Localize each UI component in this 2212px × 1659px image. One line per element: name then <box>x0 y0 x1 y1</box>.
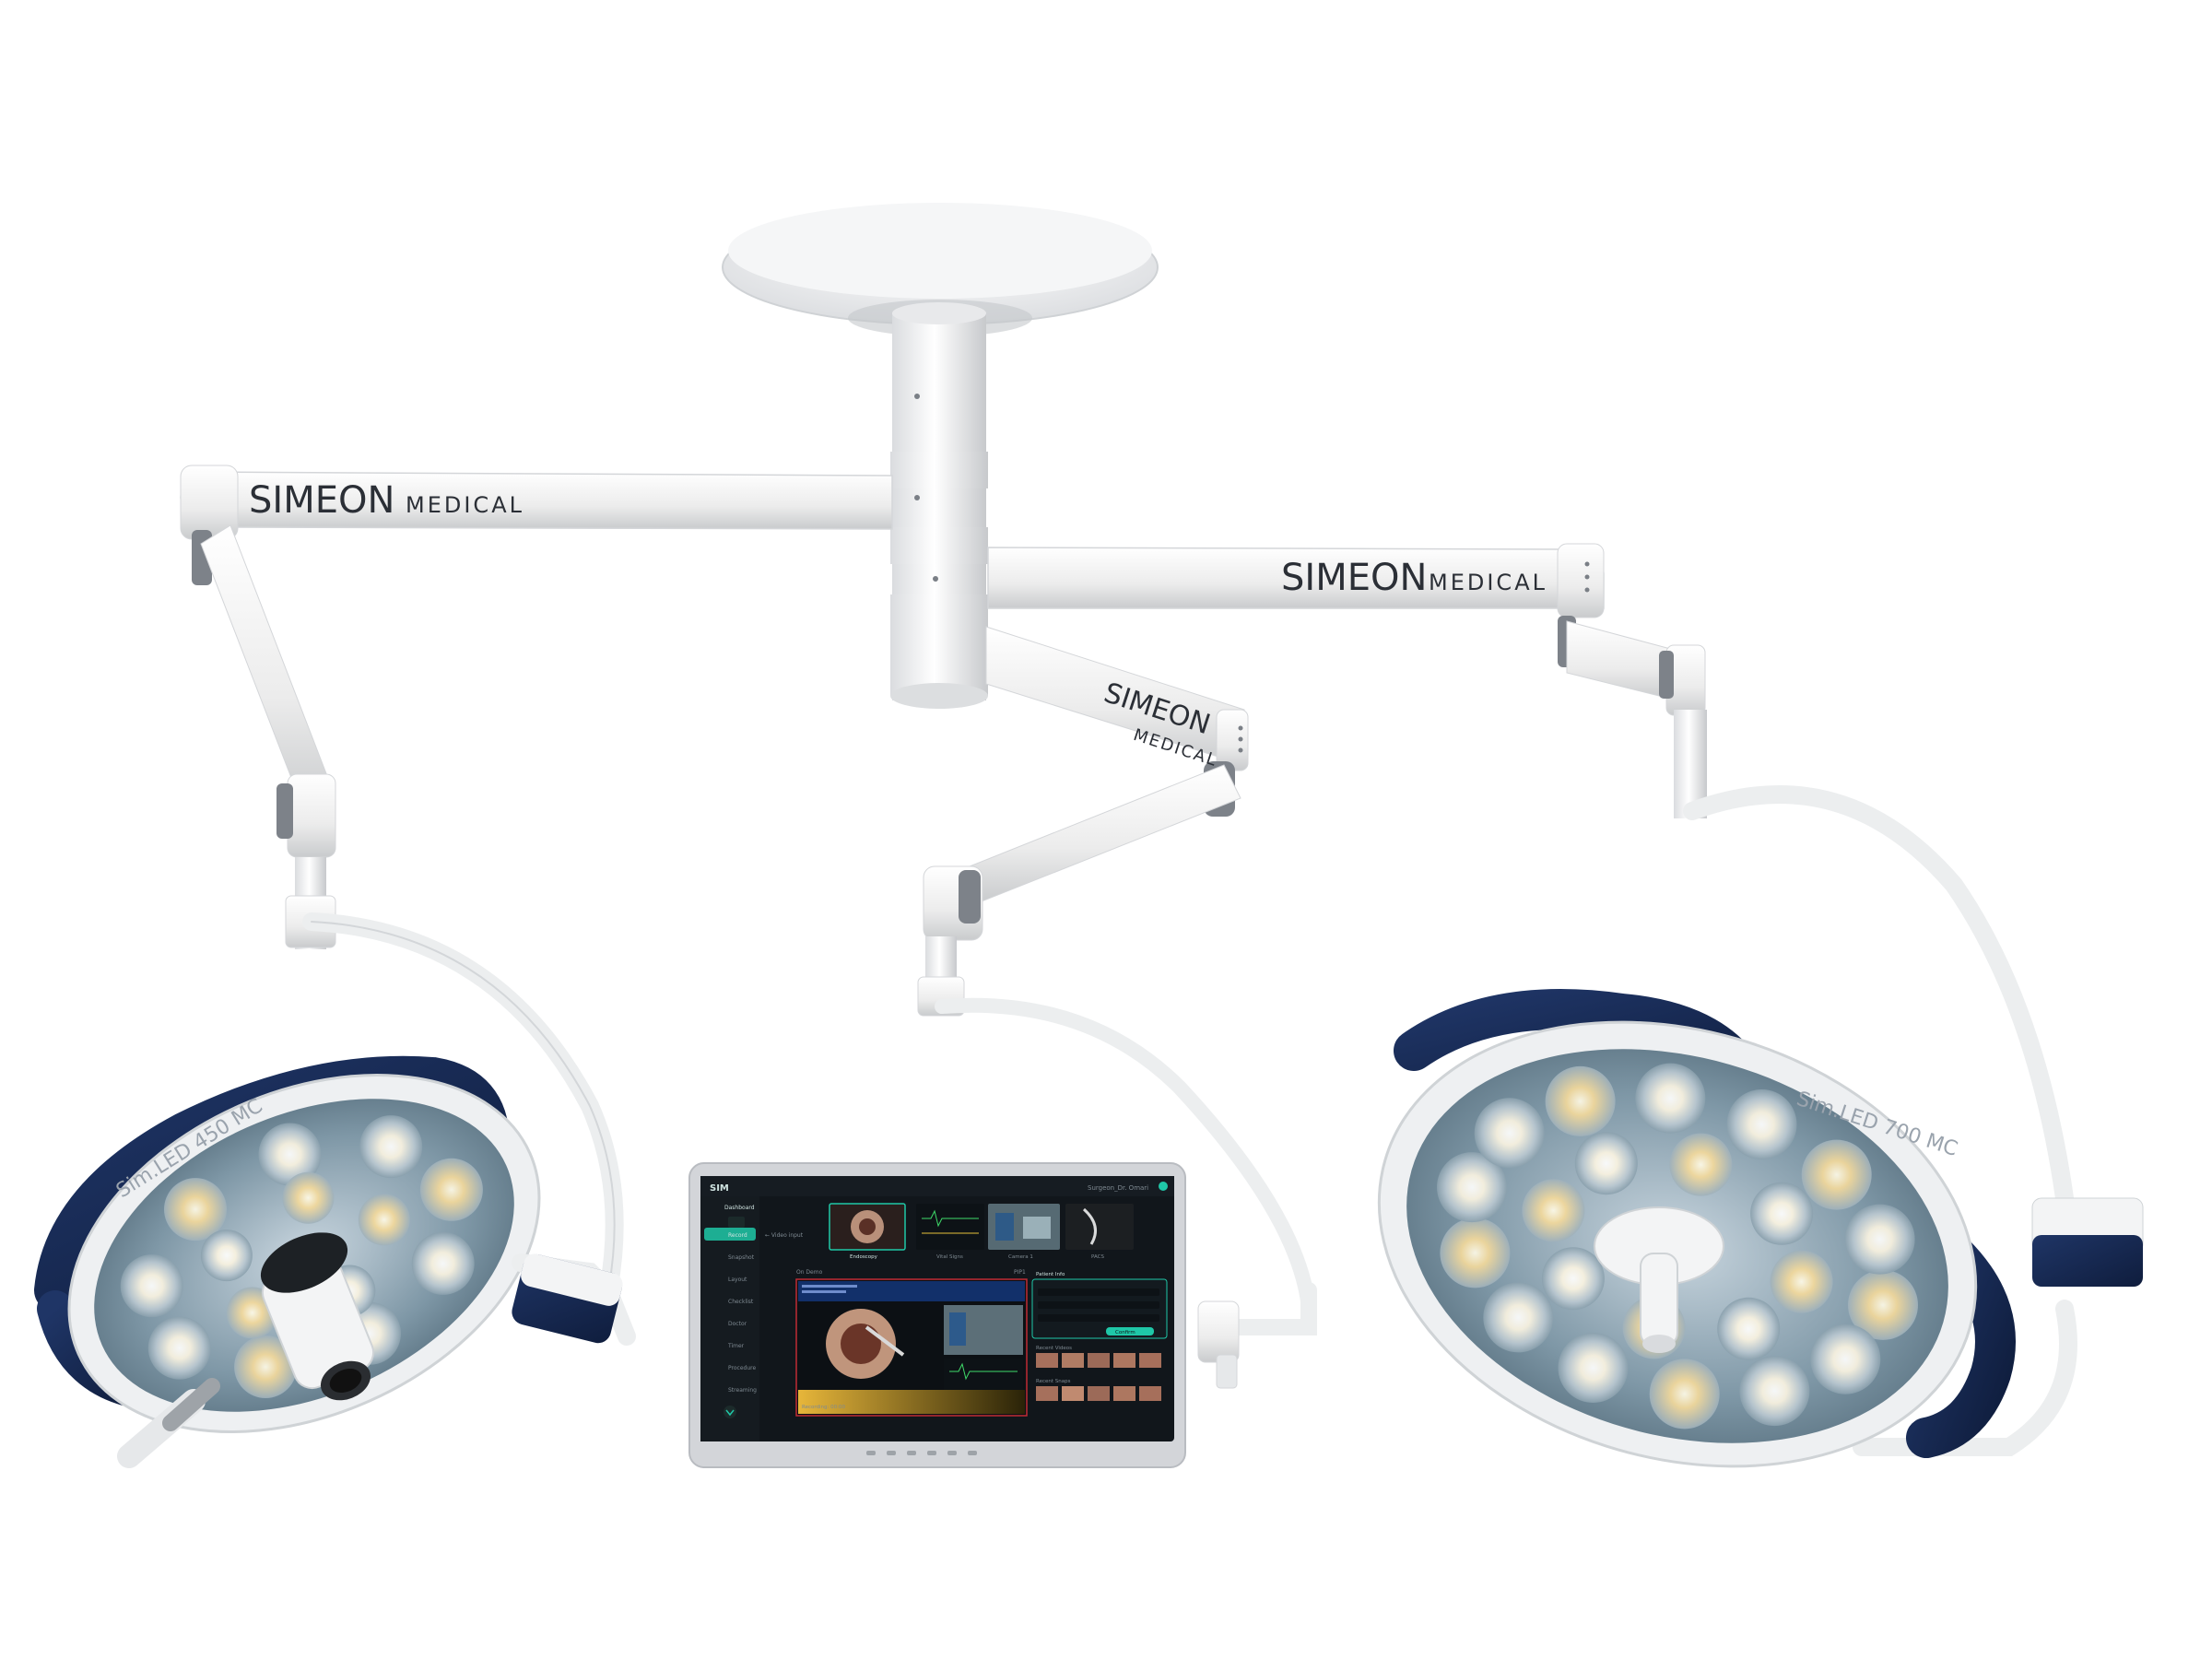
sidebar-item-layout[interactable]: Layout <box>728 1277 747 1283</box>
patient-field-3[interactable] <box>1038 1314 1159 1322</box>
led-cell <box>234 1335 298 1398</box>
patient-field-2[interactable] <box>1038 1301 1159 1309</box>
right-arm-suffix: MEDICAL <box>1429 570 1547 595</box>
led-cell <box>1770 1250 1833 1313</box>
led-cell <box>1541 1247 1605 1311</box>
monitor: SIM Surgeon_Dr. Omari Dashboard Record S… <box>688 1162 1317 1468</box>
source-vital-signs-label: Vital Signs <box>936 1254 963 1260</box>
led-cell <box>1750 1182 1814 1245</box>
source-pacs[interactable] <box>1065 1204 1134 1250</box>
led-cell <box>1726 1089 1797 1159</box>
led-cell <box>1558 1333 1629 1403</box>
ceiling-mount <box>722 203 1159 709</box>
confirm-button[interactable] <box>1106 1327 1154 1335</box>
recent-heading-2: Recent Snaps <box>1036 1379 1071 1384</box>
led-cell <box>200 1230 253 1282</box>
left-arm-suffix: MEDICAL <box>406 492 524 518</box>
led-cell <box>1848 1269 1918 1340</box>
led-cell <box>359 1115 423 1179</box>
led-cell <box>1474 1098 1545 1169</box>
led-cell <box>1739 1356 1810 1427</box>
right-lamp: Sim.LED 700 MC <box>1377 989 2144 1468</box>
preview-badge: PIP1 <box>1014 1269 1026 1276</box>
patient-heading: Patient Info <box>1036 1272 1065 1277</box>
sidebar-chevron-down-icon[interactable] <box>724 1406 736 1418</box>
monitor-user[interactable]: Surgeon_Dr. Omari <box>1088 1184 1148 1192</box>
led-cell <box>1574 1132 1638 1195</box>
source-camera-1-label: Camera 1 <box>1008 1254 1033 1260</box>
monitor-bezel-buttons[interactable] <box>866 1451 977 1455</box>
patient-field-1[interactable] <box>1038 1288 1159 1296</box>
led-cell <box>358 1194 410 1246</box>
left-arm: SIMEON MEDICAL <box>180 465 893 949</box>
led-cell <box>164 1178 227 1241</box>
recent-heading: Recent Videos <box>1036 1346 1072 1351</box>
confirm-button-label: Confirm <box>1115 1330 1135 1335</box>
led-cell <box>282 1171 335 1224</box>
sidebar-item-checklist[interactable]: Checklist <box>728 1299 754 1305</box>
left-lamp-yoke <box>302 912 624 1300</box>
led-cell <box>1649 1359 1720 1430</box>
led-cell <box>1483 1282 1554 1353</box>
sidebar-title: Dashboard <box>724 1205 755 1211</box>
led-cell <box>1844 1204 1915 1275</box>
monitor-yoke <box>935 997 1316 1316</box>
sidebar-item-snapshot[interactable]: Snapshot <box>728 1254 755 1261</box>
led-cell <box>1437 1152 1507 1223</box>
led-cell <box>1717 1297 1781 1360</box>
sidebar-item-timer[interactable]: Timer <box>727 1343 745 1349</box>
right-lamp-yoke <box>1683 785 2077 1456</box>
led-cell <box>1669 1133 1733 1196</box>
source-endoscopy-label: Endoscopy <box>850 1254 878 1260</box>
source-vital-signs[interactable] <box>916 1204 984 1250</box>
recent-videos[interactable] <box>1036 1353 1161 1368</box>
sources-heading[interactable]: ← Video input <box>765 1232 804 1239</box>
source-pacs-label: PACS <box>1091 1254 1104 1260</box>
sidebar-item-record[interactable] <box>704 1228 756 1241</box>
right-arm-brand: SIMEON <box>1281 557 1427 599</box>
led-cell <box>120 1254 183 1318</box>
left-lamp: Sim.LED 450 MC <box>34 1055 636 1468</box>
left-arm-brand: SIMEON <box>249 479 394 522</box>
led-cell <box>1801 1139 1872 1210</box>
led-cell <box>1545 1065 1616 1136</box>
right-arm: SIMEON MEDICAL <box>987 543 1707 818</box>
sidebar-item-doctor[interactable]: Doctor <box>728 1321 747 1327</box>
recent-snaps[interactable] <box>1036 1386 1161 1401</box>
sidebar-item-record-label: Record <box>728 1232 747 1239</box>
sidebar-item-streaming[interactable]: Streaming <box>728 1387 757 1394</box>
led-cell <box>147 1316 211 1380</box>
bottom-status: Recording: 00:00 <box>802 1405 845 1410</box>
led-cell <box>258 1123 322 1186</box>
status-icon[interactable] <box>1159 1182 1168 1191</box>
led-cell <box>1440 1218 1511 1288</box>
led-cell <box>419 1158 483 1221</box>
led-cell <box>1522 1179 1585 1242</box>
led-cell <box>1635 1063 1706 1134</box>
preview-heading: On Demo <box>796 1269 823 1276</box>
sidebar-item-procedure[interactable]: Procedure <box>728 1365 756 1371</box>
led-cell <box>1810 1324 1881 1394</box>
monitor-logo: SIM <box>710 1183 729 1194</box>
led-cell <box>411 1231 475 1295</box>
